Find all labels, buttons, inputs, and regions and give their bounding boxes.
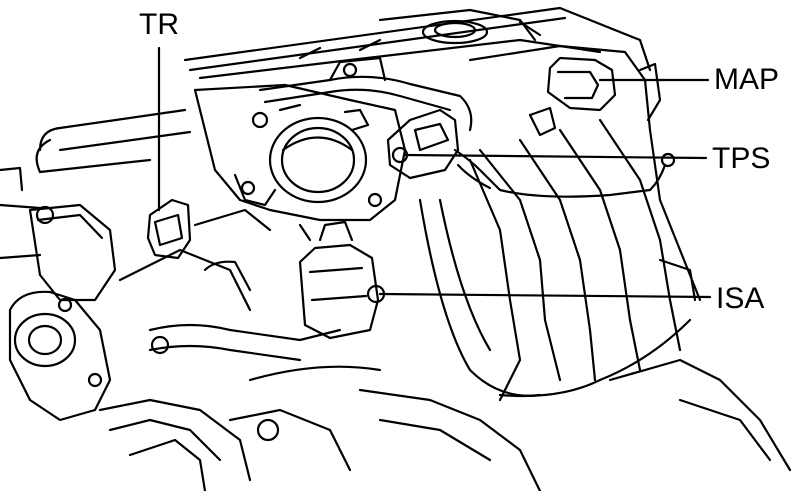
throttle-body — [193, 83, 407, 222]
tr-sensor — [146, 198, 272, 260]
upper-hoses — [35, 56, 473, 174]
isa-actuator — [298, 220, 386, 340]
leader-isa — [378, 292, 712, 299]
label-tr: TR — [139, 8, 179, 41]
map-sensor — [528, 56, 617, 137]
valve-cover — [183, 6, 652, 80]
tps-sensor — [386, 108, 676, 198]
label-tps: TPS — [712, 142, 771, 175]
label-map: MAP — [714, 63, 780, 96]
label-isa: ISA — [716, 282, 765, 315]
intake-runners — [418, 44, 702, 402]
leader-lines — [157, 46, 712, 299]
lower-engine — [0, 166, 792, 491]
leader-tps — [403, 153, 708, 160]
